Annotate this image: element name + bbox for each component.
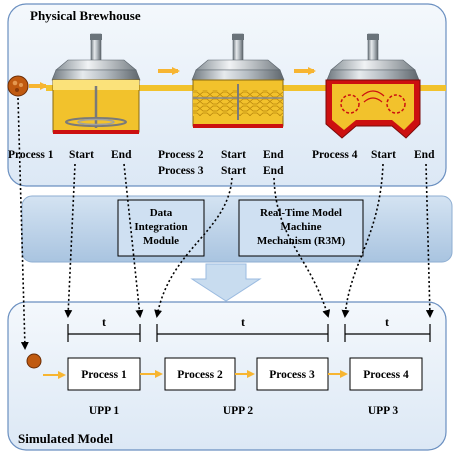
end1-label: End	[111, 149, 132, 161]
end3-mapping-arrow	[273, 177, 331, 318]
simulated-model-title: Simulated Model	[18, 431, 113, 446]
data-integration-line2: Integration	[134, 221, 187, 233]
interval-label-3: t	[385, 315, 389, 329]
process1-label: Process 1	[8, 149, 54, 161]
process3-label: Process 3	[158, 165, 204, 177]
sim-process2-label: Process 2	[177, 369, 223, 381]
interval-label-2: t	[241, 315, 245, 329]
sim-process3-label: Process 3	[269, 369, 315, 381]
start4-label: Start	[371, 149, 396, 161]
mash-tun-icon	[51, 33, 141, 134]
start1-label: Start	[69, 149, 94, 161]
sim-process1-label: Process 1	[81, 369, 127, 381]
upp1-label: UPP 1	[89, 405, 120, 417]
physical-brewhouse-title: Physical Brewhouse	[30, 8, 141, 23]
data-integration-line1: Data	[150, 207, 173, 219]
end4-mapping-arrow	[425, 163, 434, 318]
r3m-line1: Real-Time Model	[260, 207, 342, 219]
upp3-label: UPP 3	[368, 405, 399, 417]
wort-kettle-icon	[325, 33, 421, 139]
sim-process1-box	[67, 357, 141, 391]
upp2-label: UPP 2	[223, 405, 254, 417]
r3m-line3: Mechanism (R3M)	[257, 235, 346, 247]
start4-mapping-arrow	[341, 163, 384, 318]
data-integration-line3: Module	[143, 235, 179, 247]
sim-process4-label: Process 4	[363, 369, 409, 381]
interval-bracket-2	[156, 324, 329, 342]
start2-mapping-arrow	[154, 177, 233, 318]
sim-process3-box	[256, 357, 329, 391]
down-block-arrow	[190, 263, 262, 302]
end2-label: End	[263, 149, 284, 161]
process4-label: Process 4	[312, 149, 358, 161]
process2-label: Process 2	[158, 149, 204, 161]
sim-process4-box	[349, 357, 423, 391]
start1-mapping-arrow	[64, 163, 76, 318]
grain-mapping-arrow	[17, 97, 29, 350]
interval-label-1: t	[102, 315, 106, 329]
lauter-tun-icon	[191, 33, 285, 128]
start3-label: Start	[221, 165, 246, 177]
end1-mapping-arrow	[123, 163, 144, 318]
grain-input-node-icon	[26, 353, 42, 369]
integration-band	[21, 195, 453, 263]
grain-ball-icon	[7, 75, 29, 97]
interval-bracket-1	[67, 324, 141, 342]
end3-label: End	[263, 165, 284, 177]
r3m-box	[238, 199, 364, 257]
r3m-line2: Machine	[281, 221, 322, 233]
interval-bracket-3	[344, 324, 431, 342]
end4-label: End	[414, 149, 435, 161]
data-integration-module-box	[117, 199, 205, 257]
start2-label: Start	[221, 149, 246, 161]
